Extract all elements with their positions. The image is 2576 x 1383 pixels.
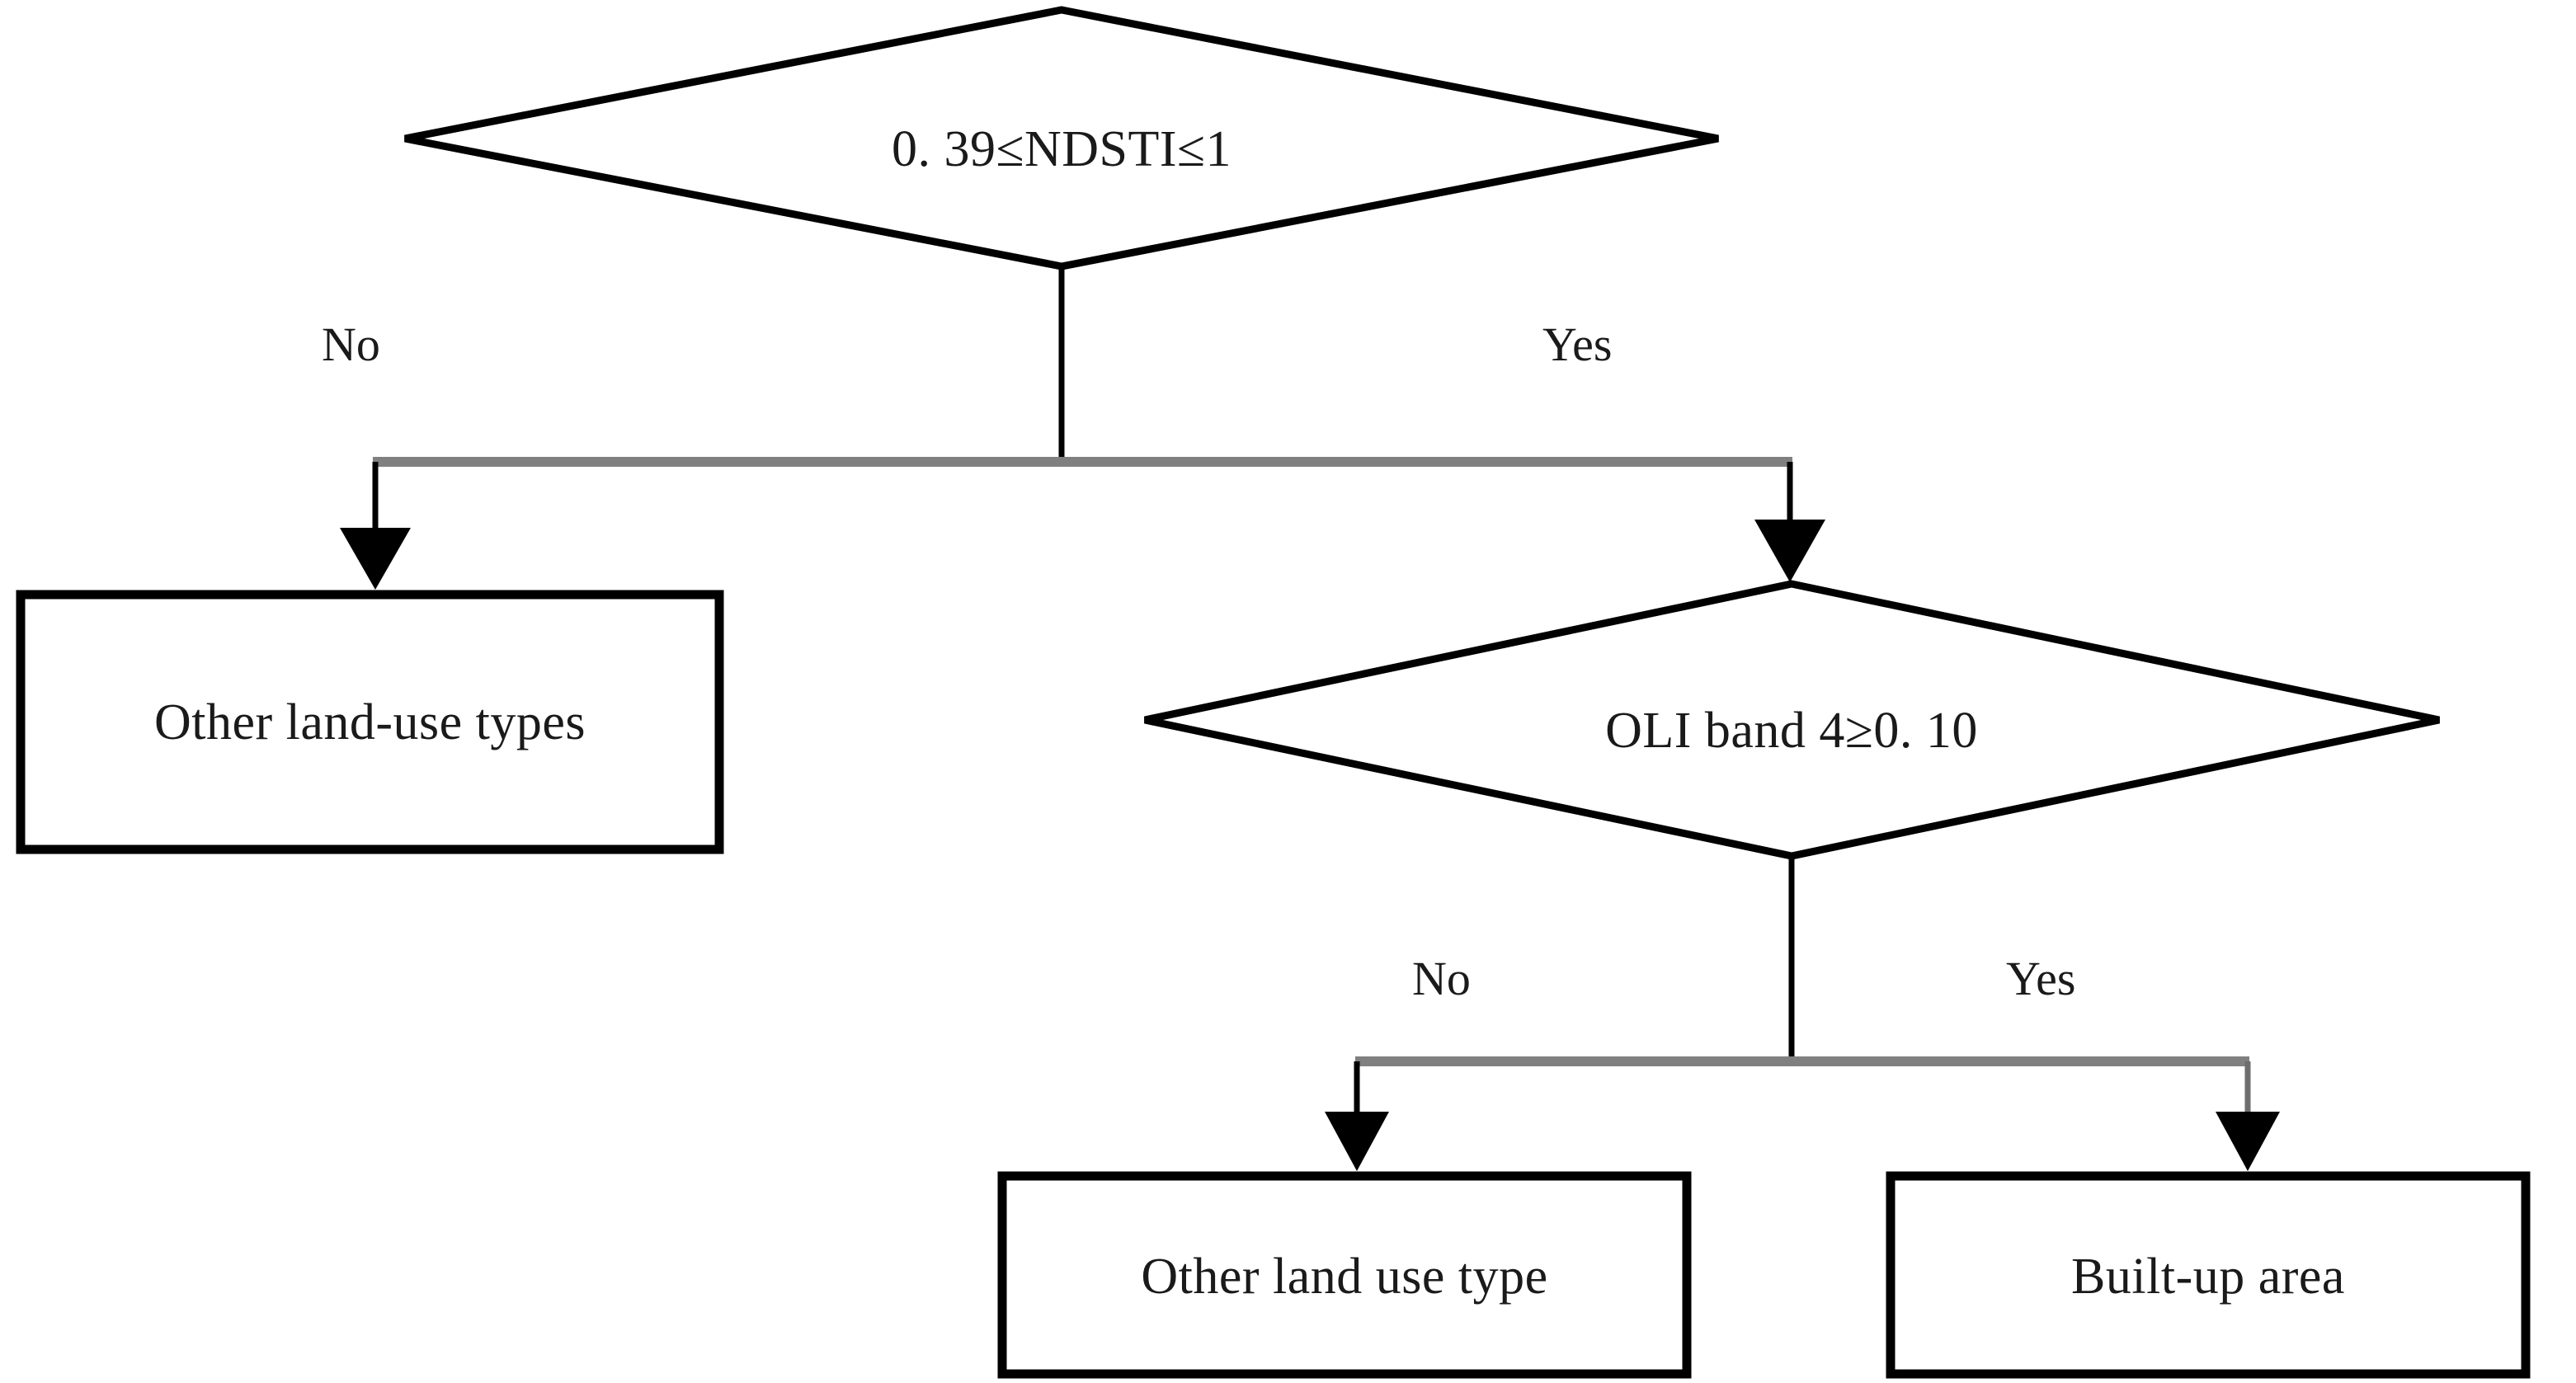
- built-up-area-box[interactable]: [1886, 1171, 2531, 1379]
- other-land-use-types-box[interactable]: [16, 590, 724, 854]
- edge-oli-no-arrowhead: [1325, 1112, 1389, 1171]
- edge-label-ndsti-no: No: [322, 318, 380, 371]
- decision-oli-band4-label: OLI band 4≥0. 10: [1605, 703, 1978, 759]
- edge-label-oli-yes: Yes: [2006, 952, 2076, 1005]
- edge-ndsti-yes-arrowhead: [1754, 520, 1825, 582]
- edge-oli-yes-arrowhead: [2216, 1112, 2280, 1171]
- edge-ndsti-no-arrowhead: [340, 528, 411, 590]
- other-land-use-type-box[interactable]: [997, 1171, 1692, 1379]
- decision-ndsti-label: 0. 39≤NDSTI≤1: [891, 121, 1232, 177]
- edge-label-ndsti-yes: Yes: [1542, 318, 1613, 371]
- other-land-use-types-label: Other land-use types: [153, 694, 586, 750]
- other-land-use-type-label: Other land use type: [1141, 1249, 1548, 1305]
- edge-label-oli-no: No: [1412, 952, 1471, 1005]
- built-up-area-label: Built-up area: [2071, 1249, 2345, 1305]
